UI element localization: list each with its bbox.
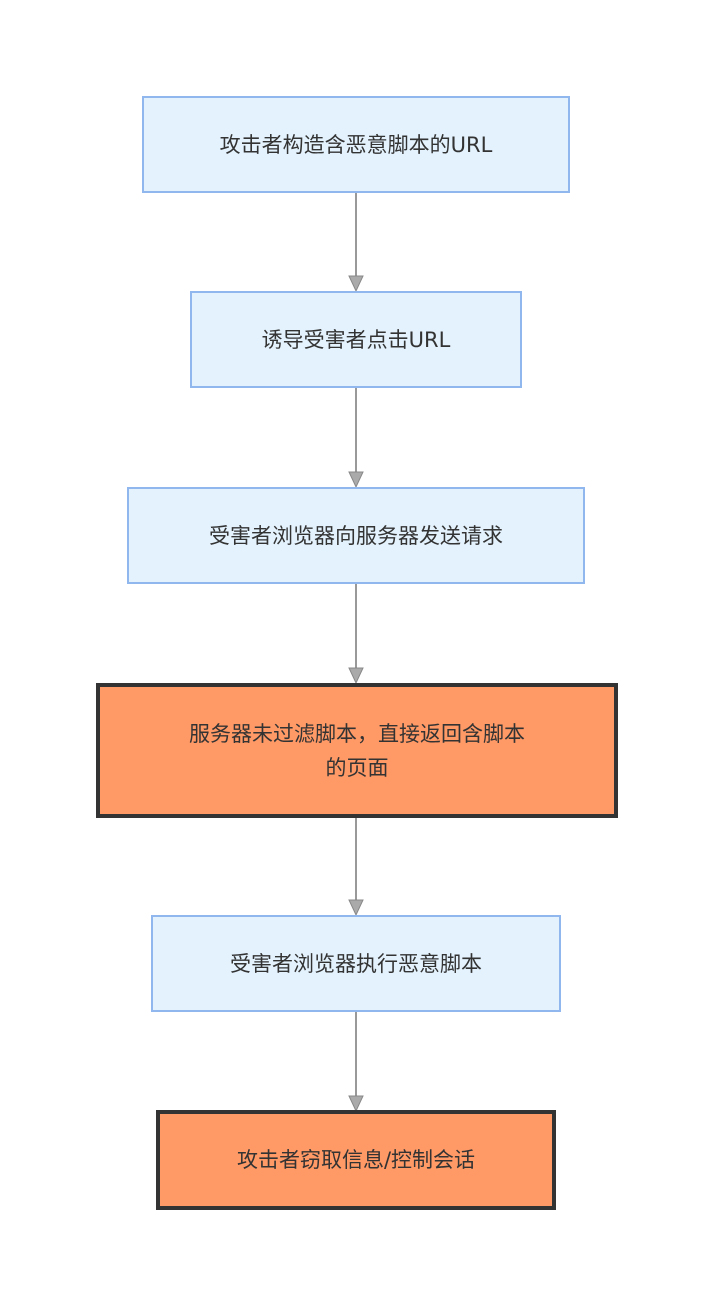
node-construct-malicious-url: 攻击者构造含恶意脚本的URL: [142, 96, 570, 193]
node-label: 攻击者构造含恶意脚本的URL: [219, 132, 493, 157]
node-label: 受害者浏览器向服务器发送请求: [209, 523, 503, 548]
arrowhead-icon: [348, 899, 364, 917]
arrowhead-icon: [348, 471, 364, 489]
node-label: 攻击者窃取信息/控制会话: [236, 1148, 476, 1172]
edge-step5-step6: [348, 1012, 364, 1113]
node-server-returns-script-page: 服务器未过滤脚本，直接返回含脚本 的页面: [96, 683, 618, 818]
node-label: 诱导受害者点击URL: [261, 327, 451, 352]
node-browser-send-request: 受害者浏览器向服务器发送请求: [127, 487, 585, 584]
arrowhead-icon: [348, 1095, 364, 1113]
edge-step3-step4: [348, 584, 364, 685]
arrowhead-icon: [348, 667, 364, 685]
node-label: 受害者浏览器执行恶意脚本: [230, 951, 482, 976]
node-label: 服务器未过滤脚本，直接返回含脚本 的页面: [189, 721, 525, 780]
node-lure-victim-click: 诱导受害者点击URL: [190, 291, 522, 388]
arrowhead-icon: [348, 275, 364, 293]
edge-step1-step2: [348, 192, 364, 293]
node-attacker-steals-session: 攻击者窃取信息/控制会话: [156, 1110, 556, 1210]
edge-step2-step3: [348, 388, 364, 489]
node-browser-executes-script: 受害者浏览器执行恶意脚本: [151, 915, 561, 1012]
edge-step4-step5: [348, 817, 364, 917]
